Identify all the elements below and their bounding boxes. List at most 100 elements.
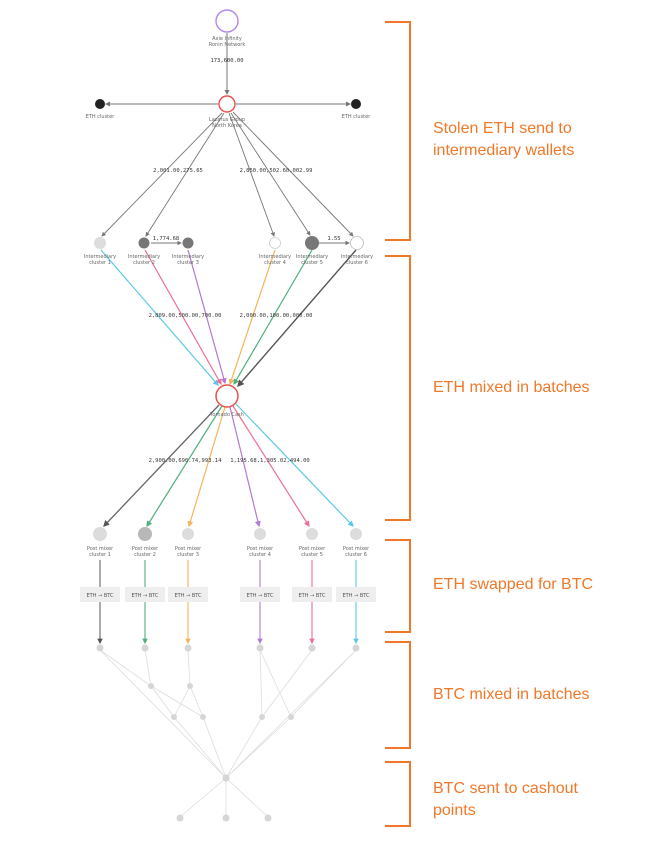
intermediary-node-2 bbox=[138, 237, 150, 249]
swap-label-3: ETH → BTC bbox=[174, 593, 202, 599]
edge-hub-to-int1 bbox=[101, 112, 223, 237]
bracket-stage-2 bbox=[385, 255, 411, 521]
edge-int1-to-mixer bbox=[100, 249, 219, 386]
swap-label-4: ETH → BTC bbox=[246, 593, 274, 599]
bracket-stage-5 bbox=[385, 761, 411, 827]
source-node bbox=[215, 9, 239, 33]
intermediary-node-5 bbox=[305, 236, 319, 250]
post-mixer-node-4 bbox=[254, 528, 266, 540]
post-mixer-6-line2: cluster 6 bbox=[345, 552, 367, 558]
edge-label-int2-int3: 1,774.68 bbox=[153, 236, 180, 242]
hub-node bbox=[218, 95, 236, 113]
intermediary-2-line2: cluster 2 bbox=[133, 260, 155, 266]
post-mixer-node-1 bbox=[93, 527, 107, 541]
swap-boxes: ETH → BTC ETH → BTC ETH → BTC ETH → BTC … bbox=[80, 587, 376, 602]
source-label-line1: Axie Infinity bbox=[212, 36, 242, 42]
hub-label-line1: Lazarus Group bbox=[209, 117, 245, 123]
edge-int3-to-mixer bbox=[187, 249, 227, 385]
intermediary-2-line1: Intermediary bbox=[128, 254, 160, 260]
post-mixer-2-line1: Post mixer bbox=[132, 546, 159, 552]
edge-label-hub-right: 2,850.00,502.60,002.99 bbox=[240, 168, 313, 174]
edge-int4-to-mixer bbox=[228, 249, 276, 386]
edge-label-int5-int6: 1.55 bbox=[327, 236, 340, 242]
edge-mixer-to-post5 bbox=[232, 405, 310, 528]
stage-3-label: ETH swapped for BTC bbox=[433, 576, 593, 593]
edge-hub-to-int2 bbox=[145, 112, 225, 237]
swap-box-6: ETH → BTC bbox=[336, 587, 376, 602]
post-mixer-3-line1: Post mixer bbox=[175, 546, 202, 552]
intermediary-1-line1: Intermediary bbox=[84, 254, 116, 260]
stage-labels: Stolen ETH send to intermediary wallets … bbox=[433, 120, 593, 819]
intermediary-5-line1: Intermediary bbox=[296, 254, 328, 260]
edge-mixer-to-post4 bbox=[229, 406, 261, 528]
edge-int6-to-mixer bbox=[237, 249, 357, 388]
edge-int2-to-mixer bbox=[144, 249, 222, 386]
post-mixer-1-line2: cluster 1 bbox=[89, 552, 111, 558]
swap-box-4: ETH → BTC bbox=[240, 587, 280, 602]
mixer-label: Tornado Cash bbox=[209, 412, 244, 418]
post-mixer-node-5 bbox=[306, 528, 318, 540]
swap-box-2: ETH → BTC bbox=[125, 587, 165, 602]
intermediary-node-6 bbox=[350, 236, 364, 250]
edge-mixer-to-post1 bbox=[103, 404, 220, 527]
intermediary-3-line2: cluster 3 bbox=[177, 260, 199, 266]
intermediary-6-line2: cluster 6 bbox=[346, 260, 368, 266]
swap-box-1: ETH → BTC bbox=[80, 587, 120, 602]
edge-label-to-mixer-right: 2,000.00,100.00,000.00 bbox=[240, 313, 313, 319]
swap-label-6: ETH → BTC bbox=[342, 593, 370, 599]
bracket-stage-4 bbox=[385, 641, 411, 749]
mixer-in-edges bbox=[100, 249, 357, 388]
hub-label-line2: North Korea bbox=[212, 123, 242, 129]
intermediary-node-1 bbox=[94, 237, 106, 249]
intermediary-node-3 bbox=[182, 237, 194, 249]
eth-cluster-left-label: ETH cluster bbox=[86, 114, 116, 120]
swap-label-1: ETH → BTC bbox=[86, 593, 114, 599]
swap-box-5: ETH → BTC bbox=[292, 587, 332, 602]
eth-cluster-left-node bbox=[95, 99, 105, 109]
swap-box-3: ETH → BTC bbox=[168, 587, 208, 602]
stage-2-label: ETH mixed in batches bbox=[433, 379, 590, 396]
intermediary-node-4 bbox=[269, 237, 281, 249]
bracket-stage-1 bbox=[385, 21, 411, 241]
node-labels: Axie Infinity Ronin Network Lazarus Grou… bbox=[84, 36, 373, 558]
btc-tree bbox=[99, 649, 357, 818]
edge-labels: 173,600.00 2,001.00,275.65 2,850.00,502.… bbox=[149, 58, 341, 464]
bracket-stage-3 bbox=[385, 539, 411, 633]
post-mixer-3-line2: cluster 3 bbox=[177, 552, 199, 558]
edge-hub-to-int6 bbox=[232, 111, 354, 237]
post-mixer-node-6 bbox=[350, 528, 362, 540]
edge-hub-to-int4 bbox=[228, 112, 275, 237]
mixer-node bbox=[215, 384, 239, 408]
stage-1-line2: intermediary wallets bbox=[433, 142, 574, 159]
edge-mixer-to-post6 bbox=[235, 403, 354, 527]
edge-label-mixer-out-left: 2,900.00,690.74,993.14 bbox=[149, 458, 223, 464]
edge-label-hub-left: 2,001.00,275.65 bbox=[153, 168, 203, 174]
intermediary-5-line2: cluster 5 bbox=[301, 260, 323, 266]
top-edges bbox=[101, 33, 354, 246]
post-mixer-5-line1: Post mixer bbox=[299, 546, 326, 552]
nodes bbox=[93, 9, 364, 822]
post-mixer-4-line2: cluster 4 bbox=[249, 552, 271, 558]
post-mixer-4-line1: Post mixer bbox=[247, 546, 274, 552]
stage-1-line1: Stolen ETH send to bbox=[433, 120, 572, 137]
edge-hub-to-int5 bbox=[230, 112, 311, 236]
stage-5-line2: points bbox=[433, 802, 476, 819]
edge-mixer-to-post2 bbox=[146, 405, 223, 528]
intermediary-3-line1: Intermediary bbox=[172, 254, 204, 260]
stage-brackets bbox=[385, 21, 411, 827]
btc-nodes bbox=[96, 644, 360, 822]
source-label-line2: Ronin Network bbox=[209, 42, 246, 48]
post-mixer-1-line1: Post mixer bbox=[87, 546, 114, 552]
post-mixer-node-2 bbox=[138, 527, 152, 541]
edge-label-mixer-out-right: 1,195.68,1,305.02,494.00 bbox=[230, 458, 309, 464]
stage-5-line1: BTC sent to cashout bbox=[433, 780, 579, 797]
post-mixer-5-line2: cluster 5 bbox=[301, 552, 323, 558]
edge-mixer-to-post3 bbox=[187, 406, 226, 528]
post-mixer-2-line2: cluster 2 bbox=[134, 552, 156, 558]
edge-int5-to-mixer bbox=[233, 249, 313, 386]
mixer-out-edges bbox=[103, 403, 354, 528]
post-mixer-6-line1: Post mixer bbox=[343, 546, 370, 552]
eth-cluster-right-label: ETH cluster bbox=[342, 114, 372, 120]
intermediary-4-line2: cluster 4 bbox=[264, 260, 286, 266]
